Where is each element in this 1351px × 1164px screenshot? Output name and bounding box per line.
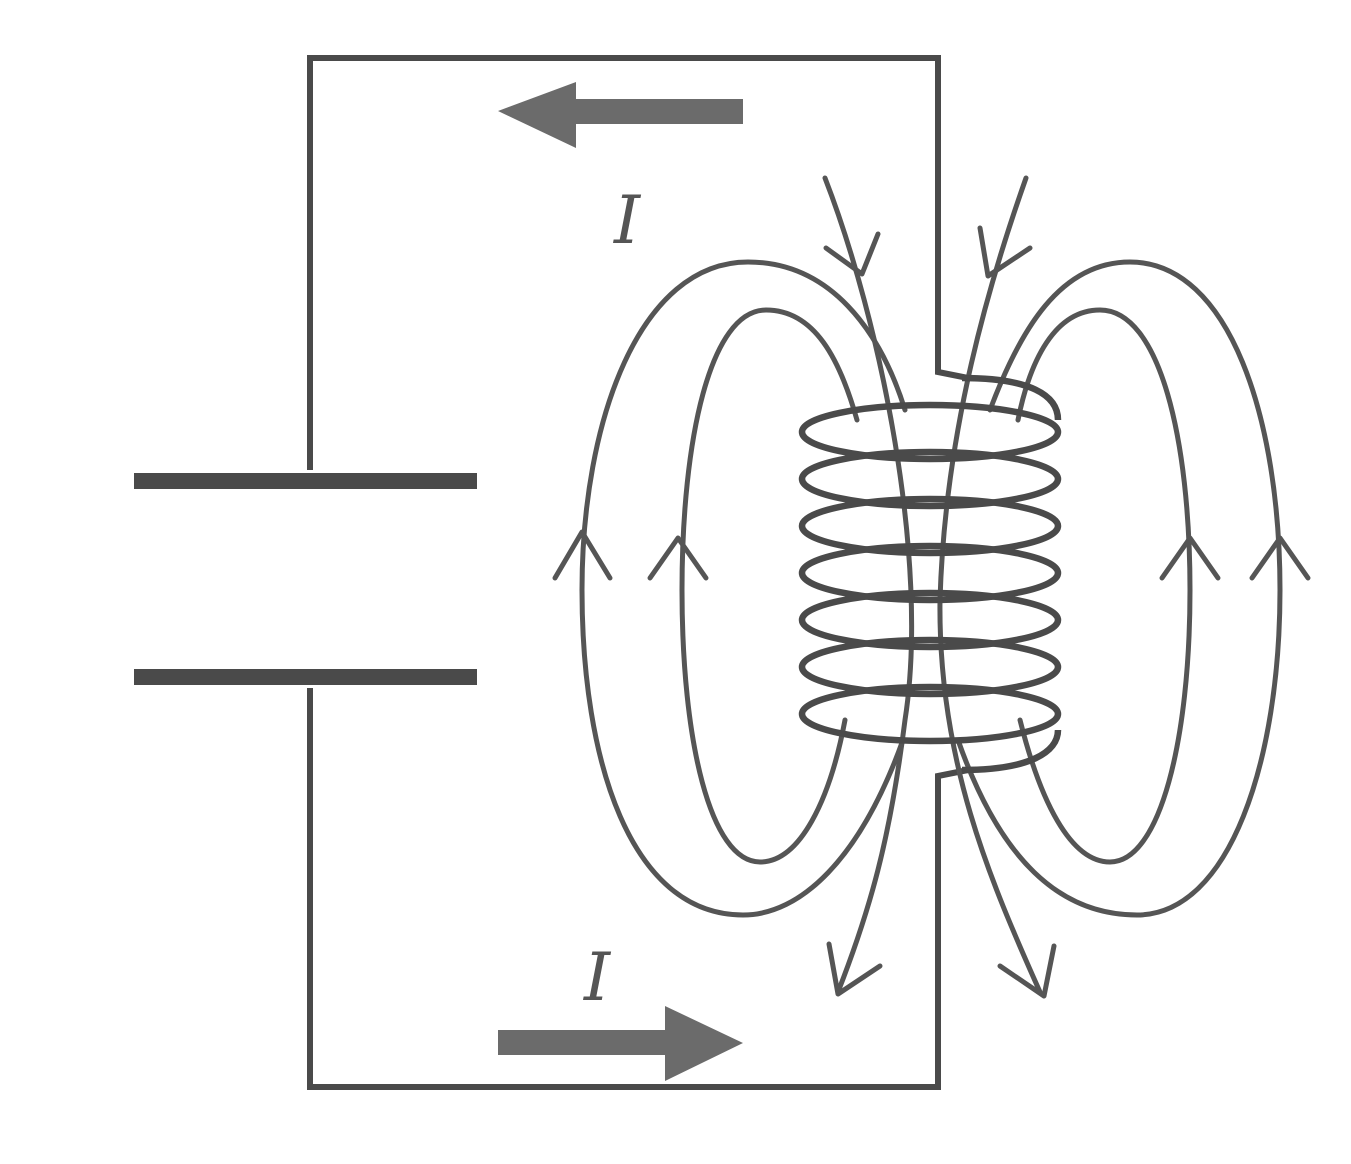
coil-turn bbox=[798, 636, 1062, 698]
field-arrow-axial-left-top bbox=[823, 231, 881, 277]
coil-turn bbox=[798, 495, 1062, 557]
field-line-axial-left bbox=[822, 175, 915, 995]
circuit-wires bbox=[307, 55, 969, 1090]
magnetic-field-lines bbox=[552, 175, 1311, 999]
coil-lead-bottom bbox=[961, 729, 1062, 774]
coil-turn bbox=[798, 542, 1062, 604]
current-label-bottom: I bbox=[583, 939, 612, 1016]
field-line-right-outer bbox=[955, 259, 1283, 918]
coil-turn bbox=[798, 448, 1062, 510]
field-line-axial-right bbox=[937, 175, 1043, 995]
field-arrow-right-inner bbox=[1159, 535, 1221, 581]
bottom-wire bbox=[307, 688, 969, 1090]
coil-turn bbox=[798, 683, 1062, 745]
solenoid-coil bbox=[798, 374, 1062, 774]
field-line-right-inner bbox=[1015, 307, 1193, 865]
current-arrow-left bbox=[498, 82, 743, 148]
current-arrow-right bbox=[498, 1006, 743, 1081]
field-arrow-left-outer bbox=[552, 529, 613, 581]
coil-turn bbox=[798, 401, 1062, 463]
field-arrow-right-outer bbox=[1249, 535, 1311, 581]
capacitor bbox=[134, 473, 477, 685]
coil-lead-top bbox=[961, 374, 1062, 421]
field-arrow-left-inner bbox=[647, 535, 709, 581]
field-arrow-axial-left-bottom bbox=[826, 941, 883, 997]
coil-turn bbox=[798, 589, 1062, 651]
field-arrow-axial-right-bottom bbox=[997, 943, 1057, 999]
field-arrow-axial-right-top bbox=[977, 225, 1033, 279]
current-label-top: I bbox=[613, 182, 642, 259]
top-wire bbox=[307, 55, 969, 470]
field-line-left-outer bbox=[579, 259, 908, 918]
field-line-left-inner bbox=[679, 307, 860, 865]
